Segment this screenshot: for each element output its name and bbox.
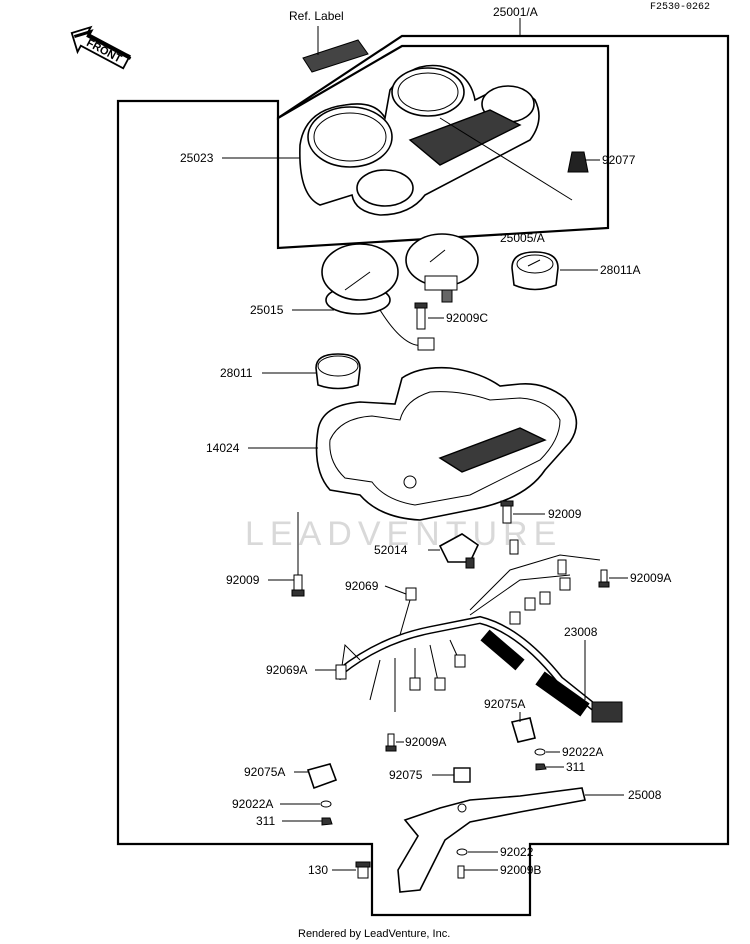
label-23008: 23008	[564, 625, 598, 639]
footer-credit: Rendered by LeadVenture, Inc.	[298, 928, 450, 940]
label-ref-label: Ref. Label	[289, 9, 344, 23]
label-92009A-mid: 92009A	[405, 735, 446, 749]
label-92069: 92069	[345, 579, 379, 593]
label-25008: 25008	[628, 788, 662, 802]
label-92077: 92077	[602, 153, 636, 167]
ref-label-sticker	[302, 26, 369, 73]
washer-nut-left	[320, 800, 333, 826]
label-92075A-left: 92075A	[244, 765, 285, 779]
screw-92009A-right	[598, 569, 610, 588]
screw-92009-right	[500, 500, 514, 524]
tachometer-25005A	[405, 233, 479, 303]
label-92009A-right: 92009A	[630, 571, 671, 585]
label-311-left: 311	[256, 814, 275, 828]
meter-cover-box	[276, 44, 610, 250]
speedometer-25015	[321, 243, 435, 351]
leader-lines	[222, 18, 628, 871]
washer-92022	[456, 848, 468, 856]
label-92069A: 92069A	[266, 663, 307, 677]
meter-case-14024	[315, 366, 578, 521]
cushion-92075A-right	[510, 717, 536, 743]
label-25023: 25023	[180, 151, 214, 165]
label-311-right: 311	[566, 760, 585, 774]
screw-92009C	[414, 302, 428, 330]
bolt-130	[355, 861, 371, 879]
grommet-92077	[567, 151, 600, 173]
grommet-92075	[453, 767, 471, 783]
label-25005A: 25005/A	[500, 231, 545, 245]
label-92022A-left: 92022A	[232, 797, 273, 811]
screw-92009-left	[291, 574, 305, 597]
switch-52014	[438, 533, 480, 569]
label-92009B: 92009B	[500, 863, 541, 877]
bracket-25008	[397, 787, 586, 893]
label-92009-right: 92009	[548, 507, 582, 521]
label-28011: 28011	[220, 366, 253, 380]
label-92075: 92075	[389, 768, 423, 782]
screw-92009A-mid	[385, 733, 397, 752]
screw-92009B	[457, 865, 465, 879]
label-130: 130	[308, 863, 328, 877]
cushion-92075A-left	[306, 763, 338, 790]
label-52014: 52014	[374, 543, 408, 557]
label-25001A: 25001/A	[493, 5, 538, 19]
gauge-28011A	[511, 251, 559, 291]
diagram-code: F2530-0262	[650, 2, 710, 13]
meter-cover	[299, 64, 573, 216]
label-92009-left: 92009	[226, 573, 260, 587]
label-28011A: 28011A	[600, 263, 640, 277]
label-25015: 25015	[250, 303, 284, 317]
label-92009C: 92009C	[446, 311, 488, 325]
label-92075A-right: 92075A	[484, 697, 525, 711]
label-14024: 14024	[206, 441, 240, 455]
gauge-28011	[315, 353, 361, 390]
assembly-outline	[116, 34, 730, 917]
washer-nut-right	[534, 748, 547, 771]
wiring-harness-23008	[335, 539, 623, 723]
label-92022A-right: 92022A	[562, 745, 603, 759]
front-arrow-icon: FRONT	[70, 25, 132, 70]
label-92022: 92022	[500, 845, 534, 859]
